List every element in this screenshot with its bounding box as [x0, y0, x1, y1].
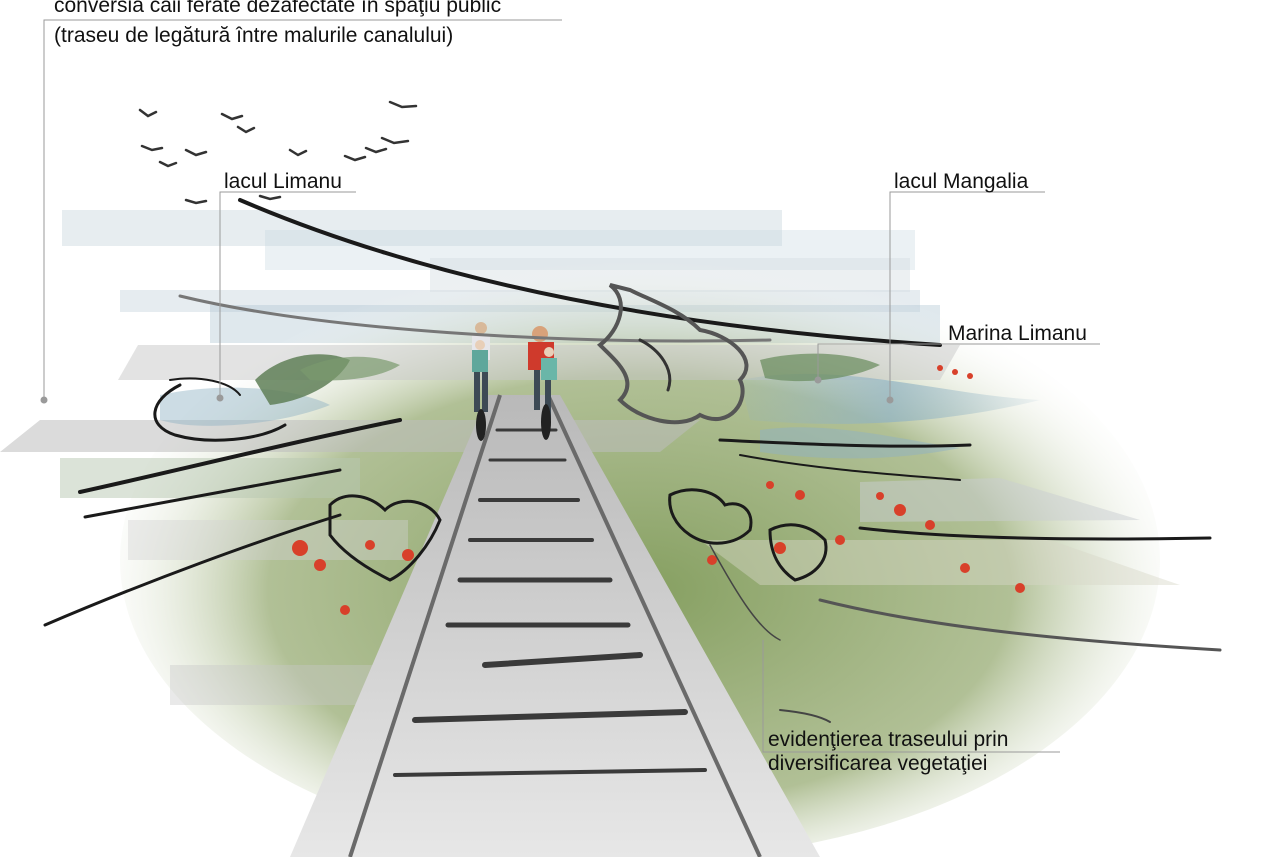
label-marina-limanu: Marina Limanu — [948, 322, 1087, 345]
birds — [138, 100, 418, 205]
label-lake-mangalia: lacul Mangalia — [894, 170, 1029, 193]
leader-lines — [43, 19, 1100, 753]
poppies — [292, 365, 1025, 615]
title-line-2: (traseu de legătură între malurile canal… — [54, 24, 454, 47]
cyclists — [472, 322, 557, 441]
sketch-lines — [43, 198, 1222, 723]
label-lake-limanu: lacul Limanu — [224, 170, 342, 193]
title-line-1: conversia căii ferate dezafectate în spa… — [54, 0, 502, 17]
shrubs — [255, 353, 880, 405]
caption-line-1: evidenţierea traseului prin — [768, 728, 1009, 751]
caption-line-2: diversificarea vegetaţiei — [768, 752, 988, 775]
leader-dots — [40, 376, 894, 404]
